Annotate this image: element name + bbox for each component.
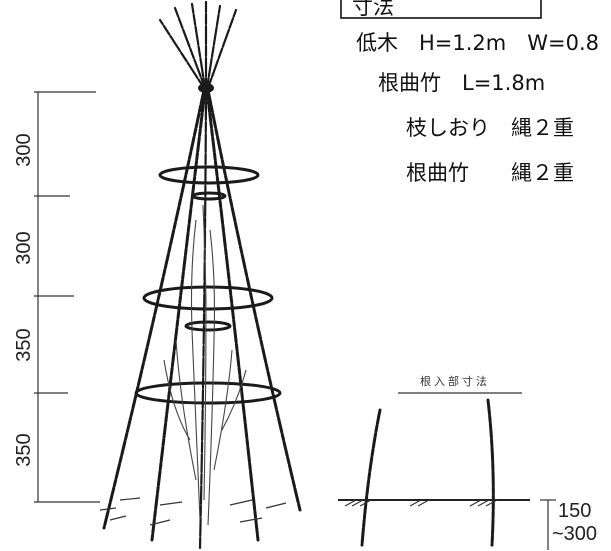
spec-header-label: 寸法 — [352, 0, 394, 19]
dimension-label-4: 350 — [13, 433, 35, 466]
ring-middle — [142, 285, 274, 311]
dimension-label-2: 300 — [13, 231, 35, 264]
depth-range: ~300 — [552, 523, 597, 545]
embedment-detail: 根入部寸法 150 ~300 — [338, 374, 597, 550]
ring-middle-inner — [184, 320, 232, 332]
bamboo-tipi — [99, 0, 302, 550]
spec-line-branch-binding: 枝しおり 縄２重 — [406, 116, 574, 140]
spec-line-bamboo-length: 根曲竹 L=1.8m — [378, 71, 545, 95]
ring-top — [158, 165, 260, 185]
dimension-label-1: 300 — [13, 133, 35, 166]
ring-top-inner — [191, 191, 227, 201]
embedment-title: 根入部寸法 — [420, 374, 490, 388]
spec-line-bamboo-binding: 根曲竹 縄２重 — [406, 161, 574, 185]
dimension-label-3: 350 — [13, 328, 35, 361]
ring-bottom — [134, 381, 282, 405]
spec-header-box: 寸法 — [340, 0, 542, 19]
apex-tie — [198, 83, 214, 93]
depth-value: 150 — [558, 500, 591, 522]
height-dimension: 300 300 350 350 — [13, 91, 100, 503]
spec-line-shrub: 低木 H=1.2m W=0.8 — [356, 31, 599, 55]
